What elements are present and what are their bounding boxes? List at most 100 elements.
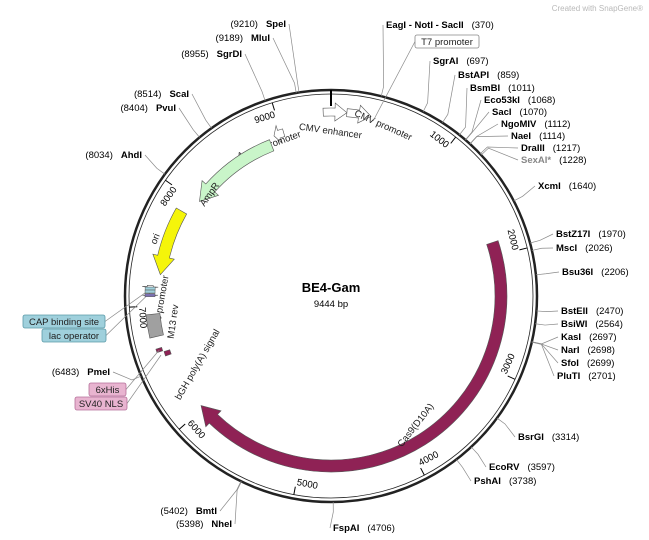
feature-label-cmv-promoter: CMV promoter: [353, 108, 414, 143]
tick-label: 8000: [158, 185, 179, 209]
site-label-eagi-noti-sacii[interactable]: EagI - NotI - SacII (370): [386, 15, 494, 32]
tick-label: 7000: [136, 307, 148, 329]
site-label-bstz17i[interactable]: BstZ17I (1970): [556, 224, 626, 241]
site-label-naei[interactable]: NaeI (1114): [511, 126, 565, 143]
site-label-scai[interactable]: (8514) ScaI: [134, 84, 189, 101]
site-name: SacI: [492, 107, 512, 118]
site-name: EcoRV: [489, 462, 520, 473]
site-connector: [380, 24, 384, 97]
site-connector: [531, 247, 554, 251]
site-connector: [469, 135, 509, 145]
site-label-pvui[interactable]: (8404) PvuI: [120, 98, 176, 115]
box-label-sv40-nls: SV40 NLS: [79, 399, 123, 410]
site-label-bsmbi[interactable]: BsmBI (1011): [470, 78, 535, 95]
tick-label: 4000: [417, 449, 441, 469]
site-name: NaeI: [511, 131, 531, 142]
feature-cmv-promoter[interactable]: [346, 104, 372, 124]
site-name: BsrGI: [518, 432, 544, 443]
site-label-nhei[interactable]: (5398) NheI: [176, 514, 232, 531]
site-position: (3597): [527, 462, 554, 473]
site-position: (6483): [52, 367, 79, 378]
site-connector: [456, 459, 472, 482]
site-label-xcmi[interactable]: XcmI (1640): [538, 176, 596, 193]
site-label-fspai[interactable]: FspAI (4706): [333, 518, 395, 535]
feature-mark: [144, 286, 156, 291]
site-connector: [288, 23, 300, 93]
site-label-bsiwi[interactable]: BsiWI (2564): [561, 314, 623, 331]
site-label-bsu36i[interactable]: Bsu36I (2206): [562, 262, 629, 279]
feature-ampr-promoter[interactable]: [273, 124, 286, 144]
site-label-pluti[interactable]: PluTI (2701): [557, 366, 616, 383]
site-label-msci[interactable]: MscI (2026): [556, 238, 613, 255]
site-name: SexAI*: [521, 155, 551, 166]
site-label-sgrdi[interactable]: (8955) SgrDI: [181, 44, 242, 61]
site-connector: [496, 417, 516, 438]
site-name: MluI: [251, 33, 270, 44]
feature-sv40-nls[interactable]: [163, 349, 172, 357]
feature-label-ori: ori: [149, 232, 163, 246]
feature-cmv-enhancer[interactable]: [322, 102, 348, 122]
site-label-bmti[interactable]: (5402) BmtI: [160, 501, 217, 518]
site-label-spei[interactable]: (9210) SpeI: [230, 14, 286, 31]
site-name: NarI: [561, 345, 579, 356]
site-label-kasi[interactable]: KasI (2697): [561, 327, 617, 344]
feature-ori[interactable]: [152, 207, 188, 276]
site-position: (1970): [598, 229, 625, 240]
feature-label-bgh-poly-a-signal: bGH poly(A) signal: [173, 327, 222, 402]
site-name: Bsu36I: [562, 267, 593, 278]
site-name: BsmBI: [470, 83, 500, 94]
box-cap-binding-site[interactable]: [22, 314, 106, 329]
site-name: PshAI: [474, 476, 501, 487]
site-label-sfoi[interactable]: SfoI (2699): [561, 353, 614, 370]
site-label-ahdi[interactable]: (8034) AhdI: [85, 145, 142, 162]
site-position: (1112): [544, 119, 570, 130]
site-label-saci[interactable]: SacI (1070): [492, 102, 547, 119]
site-position: (1070): [520, 107, 547, 118]
site-label-ecorv[interactable]: EcoRV (3597): [489, 457, 555, 474]
box-lac-operator[interactable]: [41, 328, 107, 343]
site-label-pmei[interactable]: (6483) PmeI: [52, 362, 110, 379]
site-label-bstapi[interactable]: BstAPI (859): [458, 65, 519, 82]
site-label-sgrai[interactable]: SgrAI (697): [433, 51, 489, 68]
site-name: EagI - NotI - SacII: [386, 20, 464, 31]
site-connector: [459, 87, 468, 136]
site-label-bsteii[interactable]: BstEII (2470): [561, 301, 623, 318]
feature-ampr[interactable]: [199, 139, 275, 202]
site-label-ngomiv[interactable]: NgoMIV (1112): [501, 114, 570, 131]
site-connector: [480, 147, 519, 161]
box-sv40-nls[interactable]: [74, 396, 128, 411]
site-connector: [531, 341, 555, 377]
feature-label-m13-rev: M13 rev: [166, 304, 182, 340]
site-name: ScaI: [169, 89, 189, 100]
site-position: (3738): [509, 476, 536, 487]
site-connector: [272, 37, 297, 94]
site-name: SfoI: [561, 358, 579, 369]
feature-bgh-poly-a-signal[interactable]: [145, 313, 164, 339]
site-name: BstAPI: [458, 70, 489, 81]
tick-mark: [165, 179, 173, 186]
site-label-draiii[interactable]: DraIII (1217): [521, 138, 580, 155]
site-label-eco53ki[interactable]: Eco53kI (1068): [484, 90, 555, 107]
feature-cas9-d10a[interactable]: [200, 240, 508, 473]
site-position: (697): [466, 56, 488, 67]
site-position: (8514): [134, 89, 161, 100]
box-6xhis[interactable]: [88, 382, 127, 397]
site-position: (2699): [587, 358, 614, 369]
site-name: AhdI: [121, 150, 142, 161]
box-label-cap-binding-site: CAP binding site: [29, 317, 99, 328]
site-name: KasI: [561, 332, 581, 343]
site-connector: [244, 53, 266, 101]
box-t7-promoter[interactable]: [414, 34, 480, 49]
site-position: (9210): [230, 19, 257, 30]
site-position: (1114): [539, 131, 565, 142]
tick-mark: [507, 375, 516, 380]
tick-label: 6000: [185, 418, 207, 441]
site-label-nari[interactable]: NarI (2698): [561, 340, 615, 357]
site-label-sexai[interactable]: SexAI* (1228): [521, 150, 587, 167]
site-label-mlui[interactable]: (9189) MluI: [216, 28, 270, 45]
site-name: NheI: [211, 519, 232, 530]
snapgene-watermark: Created with SnapGene®: [551, 4, 643, 13]
site-label-bsrgi[interactable]: BsrGI (3314): [518, 427, 579, 444]
site-label-pshai[interactable]: PshAI (3738): [474, 471, 536, 488]
